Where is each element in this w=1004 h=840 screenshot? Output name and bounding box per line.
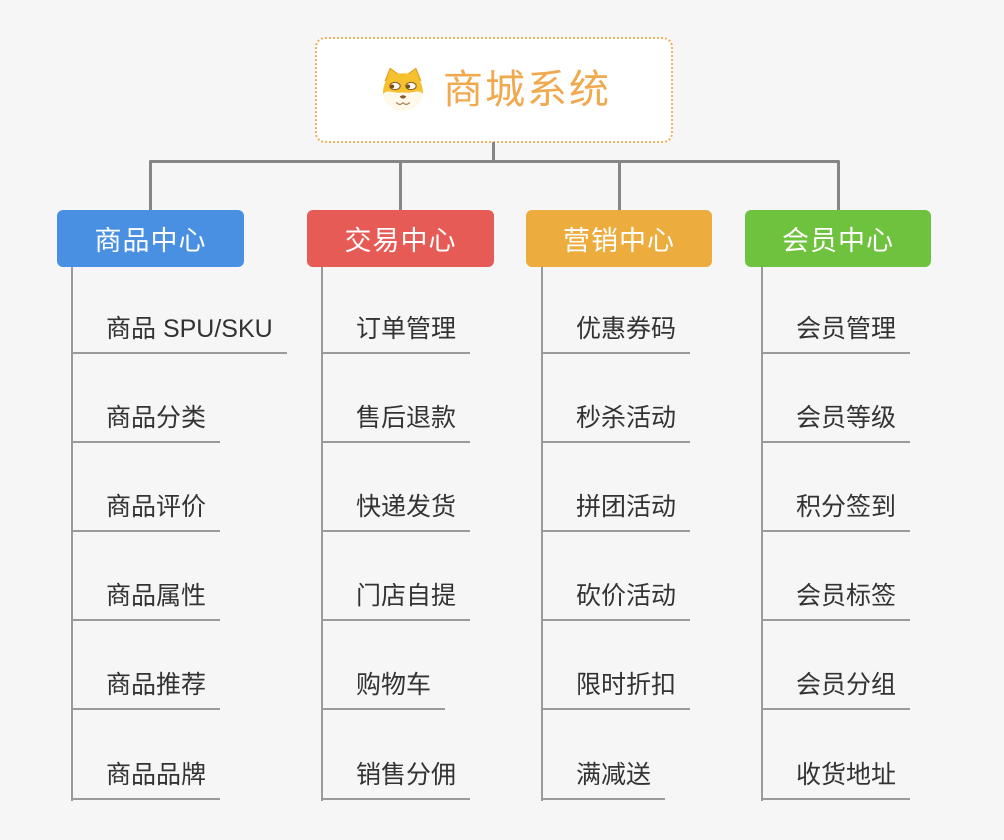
leaf-node[interactable]: 秒杀活动: [543, 401, 691, 443]
branch-header-member-center[interactable]: 会员中心: [745, 210, 931, 267]
branch-children-product-center: 商品 SPU/SKU 商品分类 商品评价 商品属性 商品推荐 商品品牌: [71, 267, 311, 801]
leaf-node[interactable]: 砍价活动: [543, 579, 691, 621]
leaf-node[interactable]: 商品品牌: [73, 758, 221, 800]
leaf-node[interactable]: 商品属性: [73, 579, 221, 621]
leaf-node[interactable]: 会员标签: [763, 579, 911, 621]
leaf-node[interactable]: 购物车: [323, 668, 446, 710]
root-node[interactable]: 商城系统: [315, 37, 673, 143]
leaf-node[interactable]: 优惠券码: [543, 312, 691, 354]
branch-header-trade-center[interactable]: 交易中心: [307, 210, 494, 267]
leaf-node[interactable]: 快递发货: [323, 490, 471, 532]
leaf-node[interactable]: 门店自提: [323, 579, 471, 621]
connector-root-stub: [492, 142, 495, 162]
connector-drop-trade: [399, 161, 402, 211]
branch-children-member-center: 会员管理 会员等级 积分签到 会员标签 会员分组 收货地址: [761, 267, 1001, 801]
leaf-node[interactable]: 会员管理: [763, 312, 911, 354]
connector-drop-products: [149, 161, 152, 211]
branch-header-product-center[interactable]: 商品中心: [57, 210, 244, 267]
leaf-node[interactable]: 积分签到: [763, 490, 911, 532]
leaf-node[interactable]: 商品评价: [73, 490, 221, 532]
dog-face-icon: [377, 66, 429, 114]
leaf-node[interactable]: 商品推荐: [73, 668, 221, 710]
connector-drop-marketing: [618, 161, 621, 211]
leaf-node[interactable]: 商品 SPU/SKU: [73, 312, 287, 354]
connector-horizontal: [149, 160, 840, 163]
leaf-node[interactable]: 收货地址: [763, 758, 911, 800]
leaf-node[interactable]: 订单管理: [323, 312, 471, 354]
leaf-node[interactable]: 满减送: [543, 758, 666, 800]
leaf-node[interactable]: 售后退款: [323, 401, 471, 443]
branch-children-marketing-center: 优惠券码 秒杀活动 拼团活动 砍价活动 限时折扣 满减送: [541, 267, 781, 801]
leaf-node[interactable]: 会员分组: [763, 668, 911, 710]
leaf-node[interactable]: 销售分佣: [323, 758, 471, 800]
leaf-node[interactable]: 限时折扣: [543, 668, 691, 710]
leaf-node[interactable]: 拼团活动: [543, 490, 691, 532]
branch-children-trade-center: 订单管理 售后退款 快递发货 门店自提 购物车 销售分佣: [321, 267, 561, 801]
branch-header-marketing-center[interactable]: 营销中心: [526, 210, 712, 267]
connector-drop-members: [837, 161, 840, 211]
root-title: 商城系统: [443, 68, 611, 112]
leaf-node[interactable]: 商品分类: [73, 401, 221, 443]
leaf-node[interactable]: 会员等级: [763, 401, 911, 443]
